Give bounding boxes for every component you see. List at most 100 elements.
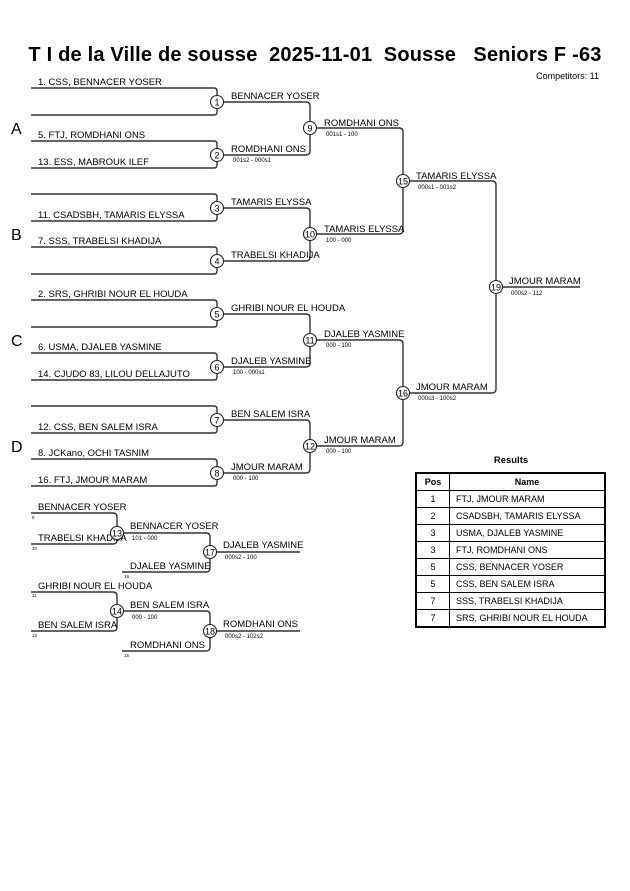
- semifinal-connectors: [408, 180, 580, 394]
- repechage-score: 000 - 100: [132, 615, 158, 621]
- svg-text:8: 8: [214, 469, 219, 479]
- match-6: DJALEB YASMINE 100 - 000s1: [231, 356, 311, 376]
- svg-text:18: 18: [205, 627, 215, 637]
- match-score: 000s3 - 100s2: [418, 396, 457, 402]
- match-score: 001s2 - 000s1: [233, 158, 272, 164]
- match-score: 000 - 100: [233, 476, 259, 482]
- repechage-score: 101 - 000: [132, 536, 158, 542]
- match-winner: DJALEB YASMINE: [231, 356, 311, 367]
- round3-connectors: [315, 127, 404, 447]
- results-header-row: Pos Name: [415, 472, 606, 491]
- entry-label: 16. FTJ, JMOUR MARAM: [38, 475, 147, 486]
- match-winner: ROMDHANI ONS: [324, 118, 399, 129]
- result-pos: 1: [415, 490, 450, 508]
- page-title: T I de la Ville de sousse 2025-11-01 Sou…: [28, 44, 602, 66]
- match-9: ROMDHANI ONS 001s1 - 100: [324, 118, 399, 138]
- match-score: 001s1 - 100: [326, 132, 358, 138]
- match-circle: 3: [209, 200, 225, 216]
- round1-connectors: [31, 87, 218, 487]
- match-winner: BENNACER YOSER: [231, 91, 320, 102]
- match-12: JMOUR MARAM 000 - 100: [324, 435, 396, 455]
- match-circle: 11: [302, 332, 318, 348]
- repechage-entry-ref: 12: [32, 633, 38, 638]
- match-19: JMOUR MARAM 000s2 - 112: [509, 276, 581, 297]
- svg-text:7: 7: [214, 416, 219, 426]
- svg-text:15: 15: [398, 177, 408, 187]
- match-circle: 10: [302, 226, 318, 242]
- match-score: 100 - 000: [326, 238, 352, 244]
- match-circle: 1: [209, 94, 225, 110]
- svg-text:13: 13: [112, 529, 122, 539]
- result-pos: 5: [415, 558, 450, 576]
- match-circle: 6: [209, 359, 225, 375]
- match-3: TAMARIS ELYSSA: [231, 197, 312, 208]
- repechage-winner: ROMDHANI ONS: [223, 619, 298, 630]
- result-name: FTJ, ROMDHANI ONS: [449, 541, 606, 559]
- result-pos: 2: [415, 507, 450, 525]
- match-11: DJALEB YASMINE 000 - 100: [324, 329, 404, 349]
- repechage-winner: BEN SALEM ISRA: [130, 600, 210, 611]
- result-name: CSS, BEN SALEM ISRA: [449, 575, 606, 593]
- repechage-entry: TRABELSI KHADIJA: [38, 533, 127, 544]
- svg-text:14: 14: [112, 607, 122, 617]
- entry-label: 2. SRS, GHRIBI NOUR EL HOUDA: [38, 289, 188, 300]
- repechage-score: 000s2 - 102s2: [225, 634, 264, 640]
- match-circle: 19: [488, 279, 504, 295]
- match-circle: 14: [109, 603, 125, 619]
- match-score: 000s1 - 001s2: [418, 185, 457, 191]
- repechage-winner: DJALEB YASMINE: [223, 540, 303, 551]
- pool-label-c: C: [11, 333, 23, 350]
- match-circle: 12: [302, 438, 318, 454]
- match-winner: BEN SALEM ISRA: [231, 409, 311, 420]
- match-8: JMOUR MARAM 000 - 100: [231, 462, 303, 482]
- match-score: 000 - 100: [326, 343, 352, 349]
- entry-label: 1. CSS, BENNACER YOSER: [38, 77, 162, 88]
- result-pos: 5: [415, 575, 450, 593]
- entry-label: 6. USMA, DJALEB YASMINE: [38, 342, 162, 353]
- match-circle: 15: [395, 173, 411, 189]
- svg-text:9: 9: [307, 124, 312, 134]
- entry-label: 13. ESS, MABROUK ILEF: [38, 157, 149, 168]
- svg-text:4: 4: [214, 257, 219, 267]
- pool-label-a: A: [11, 121, 22, 138]
- match-circle: 5: [209, 306, 225, 322]
- repechage-entry-ref: 11: [32, 593, 37, 598]
- match-winner: JMOUR MARAM: [509, 276, 581, 287]
- repechage-entry: ROMDHANI ONS: [130, 640, 205, 651]
- svg-text:3: 3: [214, 204, 219, 214]
- match-score: 000s2 - 112: [511, 291, 543, 297]
- entry-label: 12. CSS, BEN SALEM ISRA: [38, 422, 159, 433]
- match-circle: 8: [209, 465, 225, 481]
- match-4: TRABELSI KHADIJA: [231, 250, 320, 261]
- match-number-circles: 1 2 3 4 5 6 7 8 9 10 11 12 15 16 19: [209, 94, 504, 481]
- result-pos: 7: [415, 592, 450, 610]
- match-7: BEN SALEM ISRA: [231, 409, 311, 420]
- svg-text:11: 11: [305, 336, 314, 346]
- match-15: TAMARIS ELYSSA 000s1 - 001s2: [416, 171, 497, 191]
- entry-label: 8. JCKano, OCHI TASNIM: [38, 448, 149, 459]
- svg-text:10: 10: [305, 230, 315, 240]
- match-winner: DJALEB YASMINE: [324, 329, 404, 340]
- entry-label: 5. FTJ, ROMDHANI ONS: [38, 130, 145, 141]
- repechage-entry: BEN SALEM ISRA: [38, 620, 118, 631]
- pool-label-b: B: [11, 227, 22, 244]
- match-2: ROMDHANI ONS 001s2 - 000s1: [231, 144, 306, 164]
- match-circle: 18: [202, 623, 218, 639]
- repechage-entry: BENNACER YOSER: [38, 502, 127, 513]
- svg-text:2: 2: [214, 151, 219, 161]
- repechage-entry: GHRIBI NOUR EL HOUDA: [38, 581, 153, 592]
- match-circle: 17: [202, 544, 218, 560]
- competitors-count: Competitors: 11: [536, 71, 599, 81]
- svg-text:1: 1: [214, 98, 219, 108]
- match-winner: JMOUR MARAM: [231, 462, 303, 473]
- repechage-entry-ref: 15: [124, 653, 130, 658]
